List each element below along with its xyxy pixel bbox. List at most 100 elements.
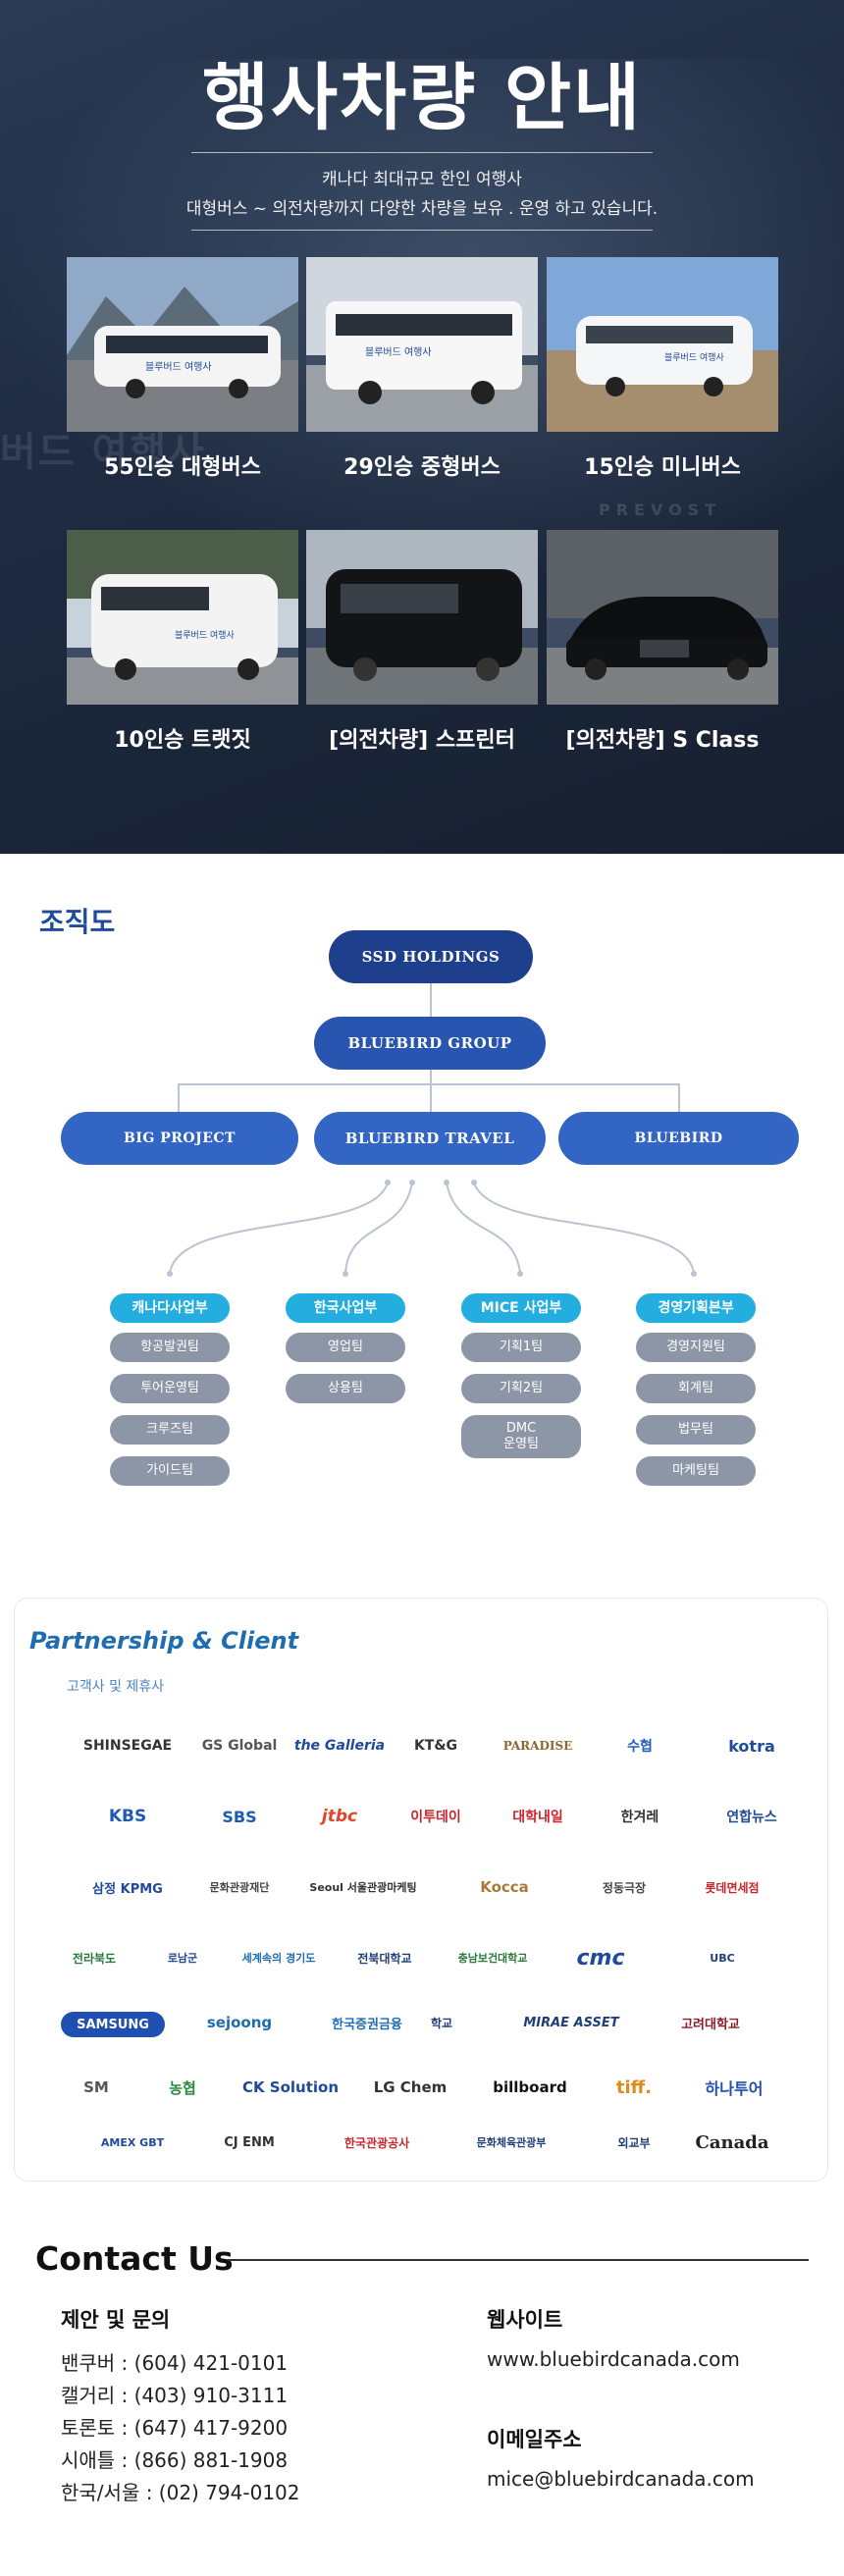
background-bus-brand: PREVOST	[599, 500, 722, 519]
vehicle-card-midsize-bus[interactable]: 블루버드 여행사 29인승 중형버스	[306, 257, 538, 480]
contact-title: Contact Us	[35, 2239, 234, 2278]
org-node-big-project: BIG PROJECT INVESTMENTS	[61, 1112, 298, 1199]
org-team: 회계팀	[636, 1374, 756, 1403]
partner-logo: 한국증권금융	[332, 2017, 402, 2032]
partner-logo: AMEX GBT	[100, 2135, 165, 2149]
org-dept-korea: 한국사업부	[286, 1293, 405, 1323]
partner-logo: 이투데이	[410, 1810, 461, 1825]
partner-logo: 세계속의 경기도	[241, 1952, 316, 1965]
partner-logo: 농협	[169, 2078, 196, 2097]
org-team: 기획1팀	[461, 1333, 581, 1362]
hero-subtitle-1: 캐나다 최대규모 한인 여행사	[322, 170, 522, 189]
partner-logo: SBS	[222, 1807, 257, 1826]
vehicle-photo-transit: 블루버드 여행사	[67, 530, 298, 705]
partner-logo: sejoong	[206, 2014, 273, 2031]
contact-phone-vancouver: 밴쿠버 : (604) 421-0101	[61, 2351, 289, 2375]
org-dept-canada: 캐나다사업부	[110, 1293, 230, 1323]
org-team: 크루즈팀	[110, 1415, 230, 1445]
org-team: DMC 운영팀	[461, 1415, 581, 1458]
partner-logo: CK Solution	[241, 2078, 340, 2096]
contact-email-heading: 이메일주소	[487, 2428, 582, 2451]
vehicle-card-transit[interactable]: 블루버드 여행사 10인승 트랫짓	[67, 530, 298, 753]
vehicle-photo-sclass	[547, 530, 778, 705]
partner-logo: 삼정 KPMG	[92, 1881, 163, 1897]
vehicle-decal-4: 블루버드 여행사	[175, 629, 236, 641]
partner-logo: GS Global	[201, 1738, 278, 1754]
vehicle-name: 55인승 대형버스	[104, 455, 261, 480]
partner-logo: 충남보건대학교	[457, 1952, 528, 1965]
org-node-bluebird-travel: BLUEBIRD TRAVEL	[314, 1112, 546, 1165]
org-connector	[430, 983, 432, 1019]
hero-divider-bottom	[191, 230, 653, 231]
contact-inquiry-heading: 제안 및 문의	[61, 2308, 171, 2332]
partner-logo: 한국관광공사	[343, 2135, 410, 2150]
partner-logo: cmc	[576, 1945, 625, 1971]
partner-logo: 문화관광재단	[209, 1881, 270, 1894]
partner-logo: SHINSEGAE	[82, 1738, 173, 1754]
vehicle-name: [의전차량] 스프린터	[329, 728, 515, 753]
vehicle-decal-2: 블루버드 여행사	[365, 346, 432, 358]
vehicle-card-sprinter[interactable]: [의전차량] 스프린터	[306, 530, 538, 753]
partner-title: Partnership & Client	[29, 1627, 299, 1655]
org-connector	[678, 1083, 680, 1113]
vehicle-name: 29인승 중형버스	[343, 455, 501, 480]
partner-logo: 전라북도	[72, 1951, 117, 1966]
contact-phone-seoul: 한국/서울 : (02) 794-0102	[61, 2481, 300, 2504]
vehicle-card-large-bus[interactable]: 블루버드 여행사 55인승 대형버스	[67, 257, 298, 480]
org-team: 법무팀	[636, 1415, 756, 1445]
contact-phone-toronto: 토론토 : (647) 417-9200	[61, 2416, 289, 2440]
hero-title: 행사차량 안내	[201, 56, 643, 140]
org-dept-mice: MICE 사업부	[461, 1293, 581, 1323]
vehicle-decal-3: 블루버드 여행사	[664, 351, 725, 363]
partner-logo: 학교	[430, 2016, 453, 2030]
vehicle-name: [의전차량] S Class	[565, 728, 760, 753]
vehicle-photo-midsize-bus: 블루버드 여행사	[306, 257, 538, 432]
org-team: 경영지원팀	[636, 1333, 756, 1362]
partner-logo: 문화체육관광부	[476, 2136, 547, 2149]
contact-email-link[interactable]: mice@bluebirdcanada.com	[487, 2467, 755, 2491]
vehicle-name: 10인승 트랫짓	[114, 728, 251, 753]
partner-logo: SM	[83, 2078, 109, 2096]
partner-logo: kotra	[728, 1736, 775, 1756]
org-node-bluebird-entertainment: BLUEBIRD ENTERTAINMENT	[558, 1112, 799, 1199]
partner-logo: KBS	[108, 1807, 147, 1826]
org-connector	[430, 1083, 432, 1113]
partner-logo: 연합뉴스	[726, 1810, 777, 1825]
vehicle-photo-minibus: 블루버드 여행사	[547, 257, 778, 432]
partner-logo: LG Chem	[373, 2078, 448, 2096]
vehicle-decal-1: 블루버드 여행사	[145, 361, 212, 373]
org-team: 상용팀	[286, 1374, 405, 1403]
partner-logo: 고려대학교	[681, 2017, 740, 2032]
partner-logo: Canada	[695, 2131, 769, 2153]
contact-phone-seattle: 시애틀 : (866) 881-1908	[61, 2448, 289, 2472]
org-chart-heading: 조직도	[39, 906, 116, 938]
partner-logo: 한겨레	[620, 1810, 659, 1825]
vehicle-hero-section: 버드 여행사 PREVOST 행사차량 안내 캐나다 최대규모 한인 여행사 대…	[0, 0, 844, 854]
org-node-bluebird-group: BLUEBIRD GROUP	[314, 1017, 546, 1070]
vehicle-card-sclass[interactable]: [의전차량] S Class	[547, 530, 778, 753]
vehicle-card-minibus[interactable]: 블루버드 여행사 15인승 미니버스	[547, 257, 778, 480]
partner-logo: KT&G	[413, 1738, 458, 1754]
partner-logo: billboard	[493, 2078, 567, 2096]
org-connector	[178, 1083, 680, 1085]
org-connector	[178, 1083, 180, 1113]
partner-logo: 수협	[627, 1739, 653, 1755]
partner-logo: Seoul 서울관광마케팅	[309, 1881, 417, 1894]
partner-logo: UBC	[710, 1951, 735, 1965]
hero-divider-top	[191, 152, 653, 153]
partner-logo: 하나투어	[705, 2079, 764, 2098]
partner-logo: CJ ENM	[224, 2134, 275, 2150]
contact-website-link[interactable]: www.bluebirdcanada.com	[487, 2347, 740, 2371]
partner-logo: PARADISE	[502, 1739, 573, 1753]
background-bus-lettering: 버드 여행사	[0, 430, 206, 475]
partner-logo: 외교부	[617, 2135, 651, 2150]
org-node-ssd-holdings: SSD HOLDINGS	[329, 930, 533, 983]
partner-subtitle: 고객사 및 제휴사	[67, 1679, 165, 1695]
vehicle-name: 15인승 미니버스	[584, 455, 741, 480]
partner-logo: 대학내일	[512, 1810, 563, 1825]
partner-logo: jtbc	[321, 1807, 358, 1826]
partner-logo: 정동극장	[602, 1880, 647, 1895]
partner-logo: the Galleria	[293, 1738, 386, 1754]
partner-logo: MIRAE ASSET	[523, 2015, 619, 2030]
org-team: 영업팀	[286, 1333, 405, 1362]
